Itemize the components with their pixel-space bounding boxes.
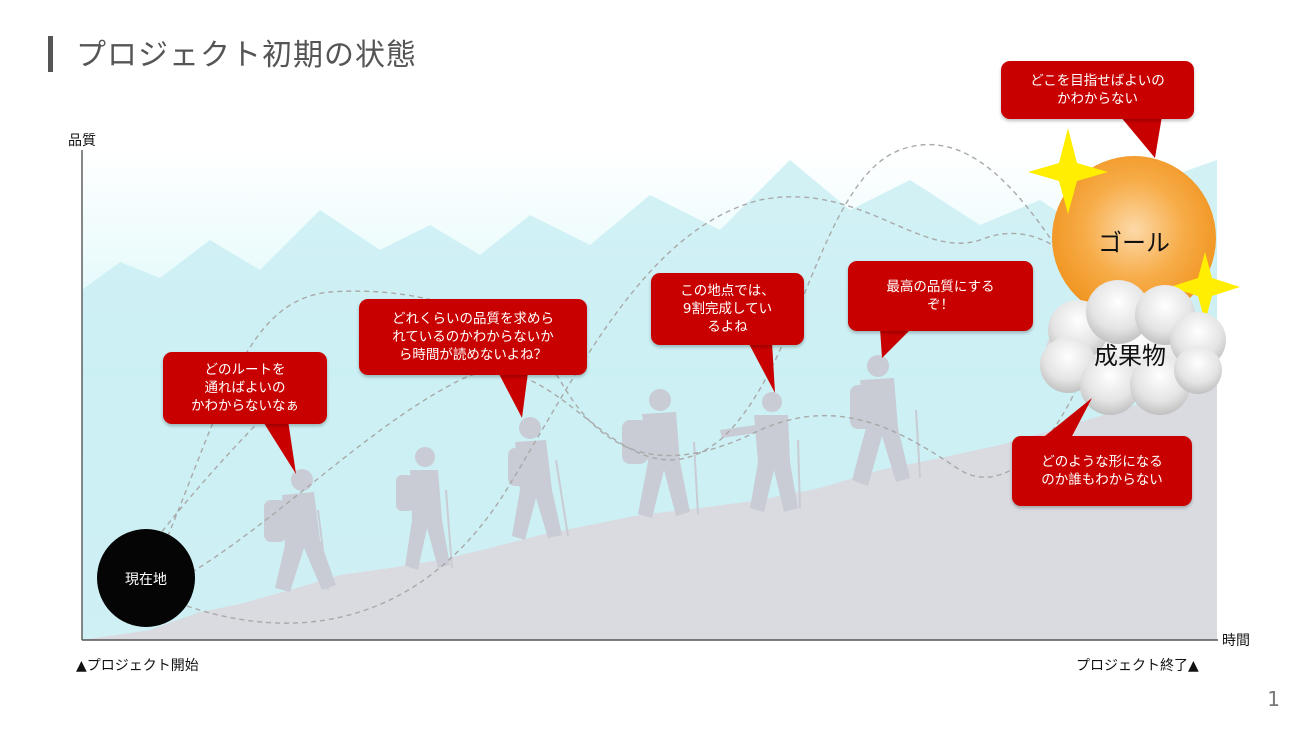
speech-bubble-progress: この地点では、 9割完成してい るよね: [651, 273, 804, 345]
current-position-marker: [97, 529, 195, 627]
x-axis-label: 時間: [1222, 633, 1250, 649]
bubble-tails: [262, 116, 1162, 474]
bubble-text: どのルートを 通ればよいの かわからないなぁ: [191, 362, 299, 414]
y-axis-label: 品質: [68, 133, 96, 149]
speech-bubble-route: どのルートを 通ればよいの かわからないなぁ: [163, 352, 327, 424]
current-position-label: 現在地: [125, 572, 167, 588]
page-number: 1: [1267, 687, 1280, 711]
goal-marker: [1052, 156, 1216, 320]
hiker-4: [622, 389, 690, 518]
star-icon: [1170, 252, 1240, 322]
hiker-5: [720, 392, 798, 512]
star-icon: [1028, 128, 1108, 214]
project-end-label: プロジェクト終了▲: [1076, 658, 1199, 674]
hiker-1: [264, 469, 336, 592]
page-title: プロジェクト初期の状態: [76, 38, 417, 73]
bubble-text: どれくらいの品質を求めら れているのかわからないか ら時間が読めないよね？: [392, 311, 554, 363]
bubble-text: どこを目指せばよいの かわからない: [1030, 73, 1165, 107]
hiker-6: [850, 355, 910, 486]
bubble-text: どのような形になる のか誰もわからない: [1041, 454, 1163, 488]
speech-bubble-best-quality: 最高の品質にする ぞ！: [848, 261, 1033, 331]
title-accent-bar: [48, 36, 53, 72]
bubble-text: この地点では、 9割完成してい るよね: [680, 283, 775, 335]
bubble-text: 最高の品質にする ぞ！: [886, 279, 995, 313]
goal-label: ゴール: [1098, 229, 1170, 257]
speech-bubble-quality: どれくらいの品質を求めら れているのかわからないか ら時間が読めないよね？: [359, 299, 587, 375]
ground-hill: [82, 380, 1217, 640]
deliverable-label: 成果物: [1094, 342, 1166, 370]
speech-bubble-target: どこを目指せばよいの かわからない: [1001, 61, 1194, 119]
project-start-label: ▲プロジェクト開始: [76, 658, 199, 674]
hiker-silhouettes: [264, 355, 921, 592]
hiker-3: [508, 417, 562, 540]
hiker-2: [396, 447, 450, 570]
axes: [81, 150, 1218, 641]
speech-bubble-shape: どのような形になる のか誰もわからない: [1012, 436, 1192, 506]
deliverable-cloud: [1040, 280, 1226, 415]
